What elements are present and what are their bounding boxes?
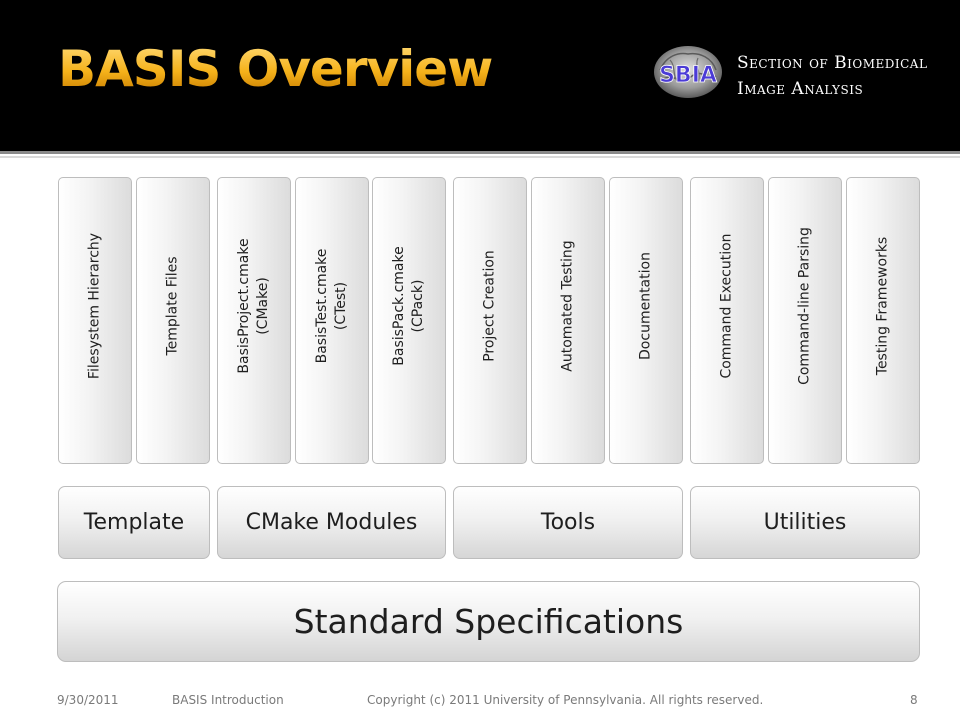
box-label: Command Execution bbox=[718, 233, 735, 379]
footer-presentation-title: BASIS Introduction bbox=[172, 693, 284, 707]
footer-page-number: 8 bbox=[910, 693, 918, 707]
org-line-2: Image Analysis bbox=[737, 79, 864, 99]
footer-copyright: Copyright (c) 2011 University of Pennsyl… bbox=[367, 693, 764, 707]
box-label: BasisProject.cmake(CMake) bbox=[236, 238, 271, 374]
svg-text:SBIA: SBIA bbox=[659, 63, 717, 88]
org-line-1: Section of Biomedical bbox=[737, 53, 928, 73]
box-label: Template Files bbox=[164, 256, 181, 356]
box-project-creation: Project Creation bbox=[453, 177, 527, 464]
box-label: Project Creation bbox=[481, 250, 498, 363]
box-documentation: Documentation bbox=[609, 177, 683, 464]
organization-name: Section of Biomedical Image Analysis bbox=[737, 50, 927, 102]
footer-date: 9/30/2011 bbox=[57, 693, 119, 707]
box-label: Automated Testing bbox=[559, 240, 576, 372]
standard-specifications-box: Standard Specifications bbox=[57, 581, 920, 662]
slide-title: BASIS Overview bbox=[58, 40, 493, 98]
box-basisproject-cmake: BasisProject.cmake(CMake) bbox=[217, 177, 291, 464]
box-filesystem-hierarchy: Filesystem Hierarchy bbox=[58, 177, 132, 464]
box-automated-testing: Automated Testing bbox=[531, 177, 605, 464]
box-label: Filesystem Hierarchy bbox=[86, 233, 103, 380]
group-template: Template bbox=[58, 486, 210, 559]
box-command-execution: Command Execution bbox=[690, 177, 764, 464]
box-label: Testing Frameworks bbox=[874, 237, 891, 376]
box-label: Documentation bbox=[637, 252, 654, 361]
box-basispack-cmake: BasisPack.cmake(CPack) bbox=[372, 177, 446, 464]
header-bar: BASIS Overview SBIA Section of Biomedica… bbox=[0, 0, 960, 151]
group-tools: Tools bbox=[453, 486, 683, 559]
sbia-logo: SBIA bbox=[654, 46, 722, 98]
group-utilities: Utilities bbox=[690, 486, 920, 559]
box-testing-frameworks: Testing Frameworks bbox=[846, 177, 920, 464]
box-label: BasisPack.cmake(CPack) bbox=[391, 246, 426, 366]
box-command-line-parsing: Command-line Parsing bbox=[768, 177, 842, 464]
header-rule bbox=[0, 151, 960, 154]
box-label: Command-line Parsing bbox=[796, 227, 813, 386]
header-rule-light bbox=[0, 156, 960, 158]
box-basistest-cmake: BasisTest.cmake(CTest) bbox=[295, 177, 369, 464]
box-template-files: Template Files bbox=[136, 177, 210, 464]
box-label: BasisTest.cmake(CTest) bbox=[314, 248, 349, 364]
group-cmake-modules: CMake Modules bbox=[217, 486, 446, 559]
